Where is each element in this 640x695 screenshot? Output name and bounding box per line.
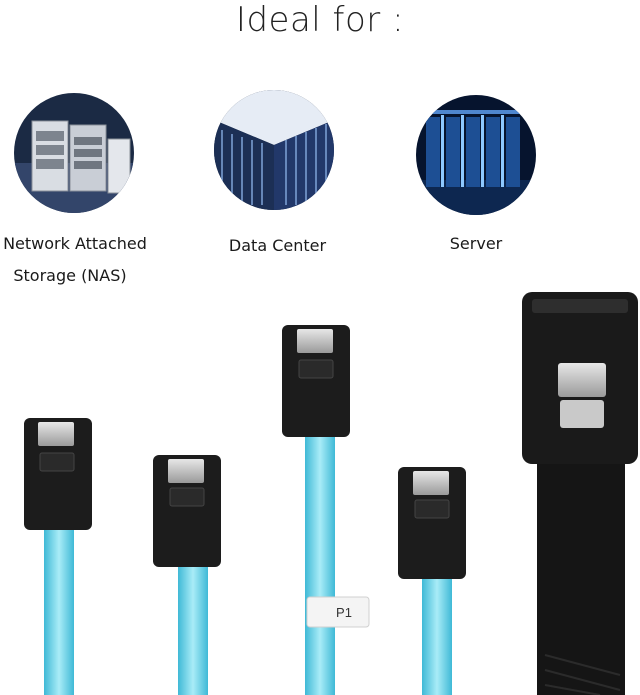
data-center-icon xyxy=(214,90,334,210)
nas-server-icon xyxy=(14,93,134,213)
server-room-icon xyxy=(416,95,536,215)
sata-connector-2 xyxy=(153,455,221,695)
sata-connector-3 xyxy=(282,325,350,695)
use-case-label-data-center: Data Center xyxy=(228,236,327,255)
mini-sas-connector xyxy=(522,292,638,695)
cable-tag-label: P1 xyxy=(336,605,352,620)
use-case-label-nas-line2: Storage (NAS) xyxy=(13,266,127,285)
use-case-label-nas-line1: Network Attached xyxy=(3,234,147,253)
cable-tag-p1: P1 xyxy=(306,596,370,628)
nas-image xyxy=(14,93,134,213)
sata-connector-4 xyxy=(398,467,466,695)
use-case-label-server: Server xyxy=(449,234,503,253)
sata-connector-1 xyxy=(24,418,92,695)
cable-product-image: P1 xyxy=(24,292,638,695)
page-title: Ideal for : xyxy=(235,0,405,40)
data-center-image xyxy=(214,90,334,210)
server-room-image xyxy=(416,95,536,215)
